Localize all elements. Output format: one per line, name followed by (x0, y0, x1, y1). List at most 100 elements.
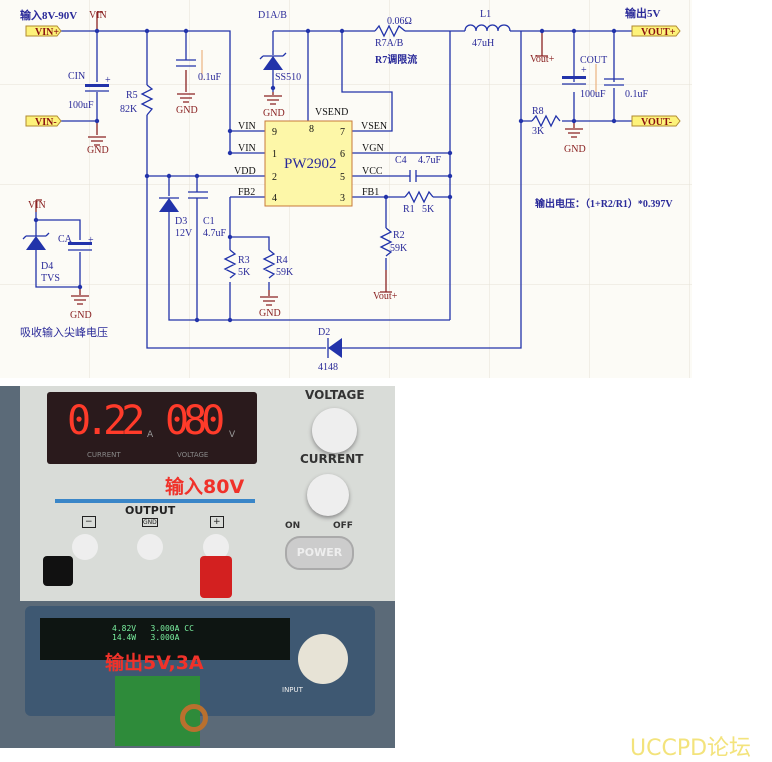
black-lead (43, 556, 73, 586)
svg-text:100uF: 100uF (68, 100, 94, 111)
svg-text:59K: 59K (390, 243, 408, 254)
svg-text:输入8V-90V: 输入8V-90V (20, 8, 77, 22)
plus-label: + (210, 516, 224, 528)
minus-terminal[interactable] (72, 534, 98, 560)
svg-text:VGN: VGN (362, 143, 384, 154)
gnd-label: GND (142, 518, 158, 527)
svg-text:6: 6 (340, 149, 345, 160)
current-label: CURRENT (87, 451, 121, 459)
svg-text:GND: GND (87, 145, 109, 156)
svg-text:4: 4 (272, 193, 277, 204)
svg-text:GND: GND (176, 105, 198, 116)
output-label: OUTPUT (125, 504, 176, 517)
ports: VIN+ VIN- VOUT+ VOUT- (25, 25, 681, 128)
test-photo: 0.22 A 080 V CURRENT VOLTAGE VOLTAGE CUR… (0, 386, 395, 748)
svg-text:+: + (581, 65, 587, 76)
svg-text:输出电压：（1+R2/R1）*0.397V: 输出电压：（1+R2/R1）*0.397V (535, 197, 673, 210)
svg-text:0.1uF: 0.1uF (625, 89, 649, 100)
svg-text:输出5V: 输出5V (625, 6, 660, 20)
svg-text:FB2: FB2 (238, 187, 255, 198)
svg-text:吸收输入尖峰电压: 吸收输入尖峰电压 (20, 325, 108, 339)
load-line-1: 4.82V 3.000A CC (112, 624, 194, 633)
svg-text:100uF: 100uF (580, 89, 606, 100)
svg-text:D4: D4 (41, 261, 53, 272)
gnd-terminal[interactable] (137, 534, 163, 560)
svg-text:5: 5 (340, 172, 345, 183)
psu-display: 0.22 A 080 V CURRENT VOLTAGE (47, 392, 257, 464)
current-knob-label: CURRENT (300, 452, 364, 466)
svg-text:1: 1 (272, 149, 277, 160)
current-unit: A (147, 430, 154, 440)
svg-text:12V: 12V (175, 228, 193, 239)
svg-text:VIN+: VIN+ (35, 27, 59, 38)
load-input-label: INPUT (282, 686, 303, 694)
svg-text:D3: D3 (175, 216, 187, 227)
svg-text:VCC: VCC (362, 166, 383, 177)
svg-text:VIN-: VIN- (35, 117, 57, 128)
svg-text:5K: 5K (238, 267, 251, 278)
red-lead (200, 556, 232, 598)
svg-text:R7A/B: R7A/B (375, 38, 404, 49)
svg-text:4.7uF: 4.7uF (418, 155, 442, 166)
svg-text:L1: L1 (480, 9, 491, 20)
svg-text:C4: C4 (395, 155, 407, 166)
input-annotation: 输入80V (165, 476, 245, 498)
load-display: 4.82V 3.000A CC 14.4W 3.000A (40, 618, 290, 660)
off-label: OFF (333, 521, 353, 531)
power-wires (35, 11, 583, 306)
svg-text:R7调限流: R7调限流 (375, 53, 417, 66)
svg-text:82K: 82K (120, 104, 138, 115)
svg-text:R4: R4 (276, 255, 288, 266)
load-line-2: 14.4W 3.000A (112, 633, 180, 642)
voltage-unit: V (229, 430, 236, 440)
svg-text:47uH: 47uH (472, 38, 494, 49)
svg-text:CA: CA (58, 234, 73, 245)
components (22, 24, 624, 358)
svg-text:VIN: VIN (28, 200, 46, 211)
svg-text:4148: 4148 (318, 362, 338, 373)
on-label: ON (285, 521, 301, 531)
svg-text:9: 9 (272, 127, 277, 138)
svg-text:3K: 3K (532, 126, 545, 137)
svg-text:R3: R3 (238, 255, 250, 266)
svg-text:+: + (88, 235, 94, 246)
svg-text:VOUT+: VOUT+ (641, 27, 676, 38)
svg-text:VOUT-: VOUT- (641, 117, 672, 128)
svg-text:SS510: SS510 (275, 72, 301, 83)
inductor (180, 704, 208, 732)
svg-text:GND: GND (259, 308, 281, 319)
svg-text:VIN: VIN (238, 121, 256, 132)
svg-text:5K: 5K (422, 204, 435, 215)
svg-text:R1: R1 (403, 204, 415, 215)
power-button[interactable]: POWER (285, 536, 354, 570)
svg-text:COUT: COUT (580, 55, 607, 66)
svg-text:VIN: VIN (89, 10, 107, 21)
svg-text:2: 2 (272, 172, 277, 183)
current-readout: 0.22 (67, 398, 145, 444)
svg-text:GND: GND (263, 108, 285, 119)
svg-text:0.1uF: 0.1uF (198, 72, 222, 83)
svg-text:D1A/B: D1A/B (258, 10, 287, 21)
current-knob[interactable] (307, 474, 349, 516)
svg-text:VDD: VDD (234, 166, 256, 177)
svg-text:R5: R5 (126, 90, 138, 101)
load-knob[interactable] (298, 634, 348, 684)
voltage-label: VOLTAGE (177, 451, 209, 459)
svg-text:8: 8 (309, 124, 314, 135)
svg-text:D2: D2 (318, 327, 330, 338)
svg-text:0.06Ω: 0.06Ω (387, 16, 412, 27)
voltage-knob[interactable] (312, 408, 357, 453)
svg-text:R2: R2 (393, 230, 405, 241)
svg-text:3: 3 (340, 193, 345, 204)
plus-terminal[interactable] (203, 534, 229, 560)
svg-text:C1: C1 (203, 216, 215, 227)
svg-text:VIN: VIN (238, 143, 256, 154)
blue-stripe (55, 499, 255, 503)
svg-text:GND: GND (564, 144, 586, 155)
ic-pw2902 (264, 120, 353, 207)
svg-text:+: + (105, 75, 111, 86)
